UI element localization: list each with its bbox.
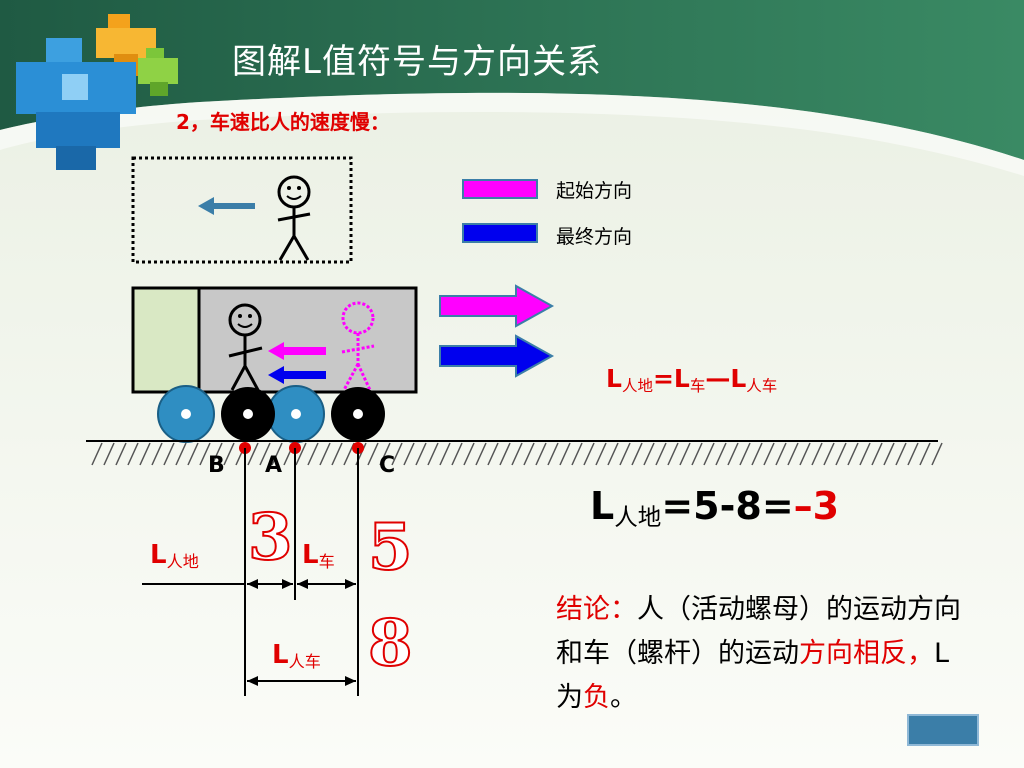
dim-l-che [247,579,293,589]
point-c-label: C [379,453,396,478]
arrow-start-small [268,342,326,360]
next-slide-button[interactable] [907,714,979,746]
end-direction-arrow [439,334,555,378]
dotted-frame [131,156,353,264]
conclusion-text: 结论：人（活动螺母）的运动方向和车（螺杆）的运动方向相反，L为负。 [556,594,961,713]
slide-subtitle: 2，车速比人的速度慢： [176,110,390,134]
puzzle-logo [16,14,178,170]
wheel-blue-1 [157,385,215,443]
legend-start-swatch [462,179,538,199]
formula-relation: L人地=L车—L人车 [606,364,778,395]
dim-l-che-2 [297,579,356,589]
point-b-label: B [208,453,225,478]
label-l-renche: L人车 [272,640,321,672]
ground-hatching [91,442,943,466]
car-cab [131,286,201,394]
legend-start-label: 起始方向 [556,180,633,202]
wheel-blue-2 [267,385,325,443]
arrow-left-top [198,197,255,215]
person-figure-initial [341,301,375,391]
number-3: 3 [247,499,294,576]
arrow-end-small [268,366,326,384]
label-l-che: L车 [302,540,335,572]
formula-result: L人地=5-8=–3 [590,484,840,531]
dim-l-renche [247,676,356,686]
point-a-label: A [265,453,283,478]
number-8: 8 [367,605,414,682]
person-figure-car [228,303,263,391]
legend-end-label: 最终方向 [556,226,633,248]
wheel-black-2 [331,387,385,441]
person-figure-top [277,175,311,261]
slide-title: 图解L值符号与方向关系 [232,42,602,82]
number-5: 5 [367,509,414,586]
wheel-black-1 [221,387,275,441]
label-l-rendi: L人地 [150,540,199,572]
legend-end-swatch [462,223,538,243]
start-direction-arrow [439,284,555,328]
